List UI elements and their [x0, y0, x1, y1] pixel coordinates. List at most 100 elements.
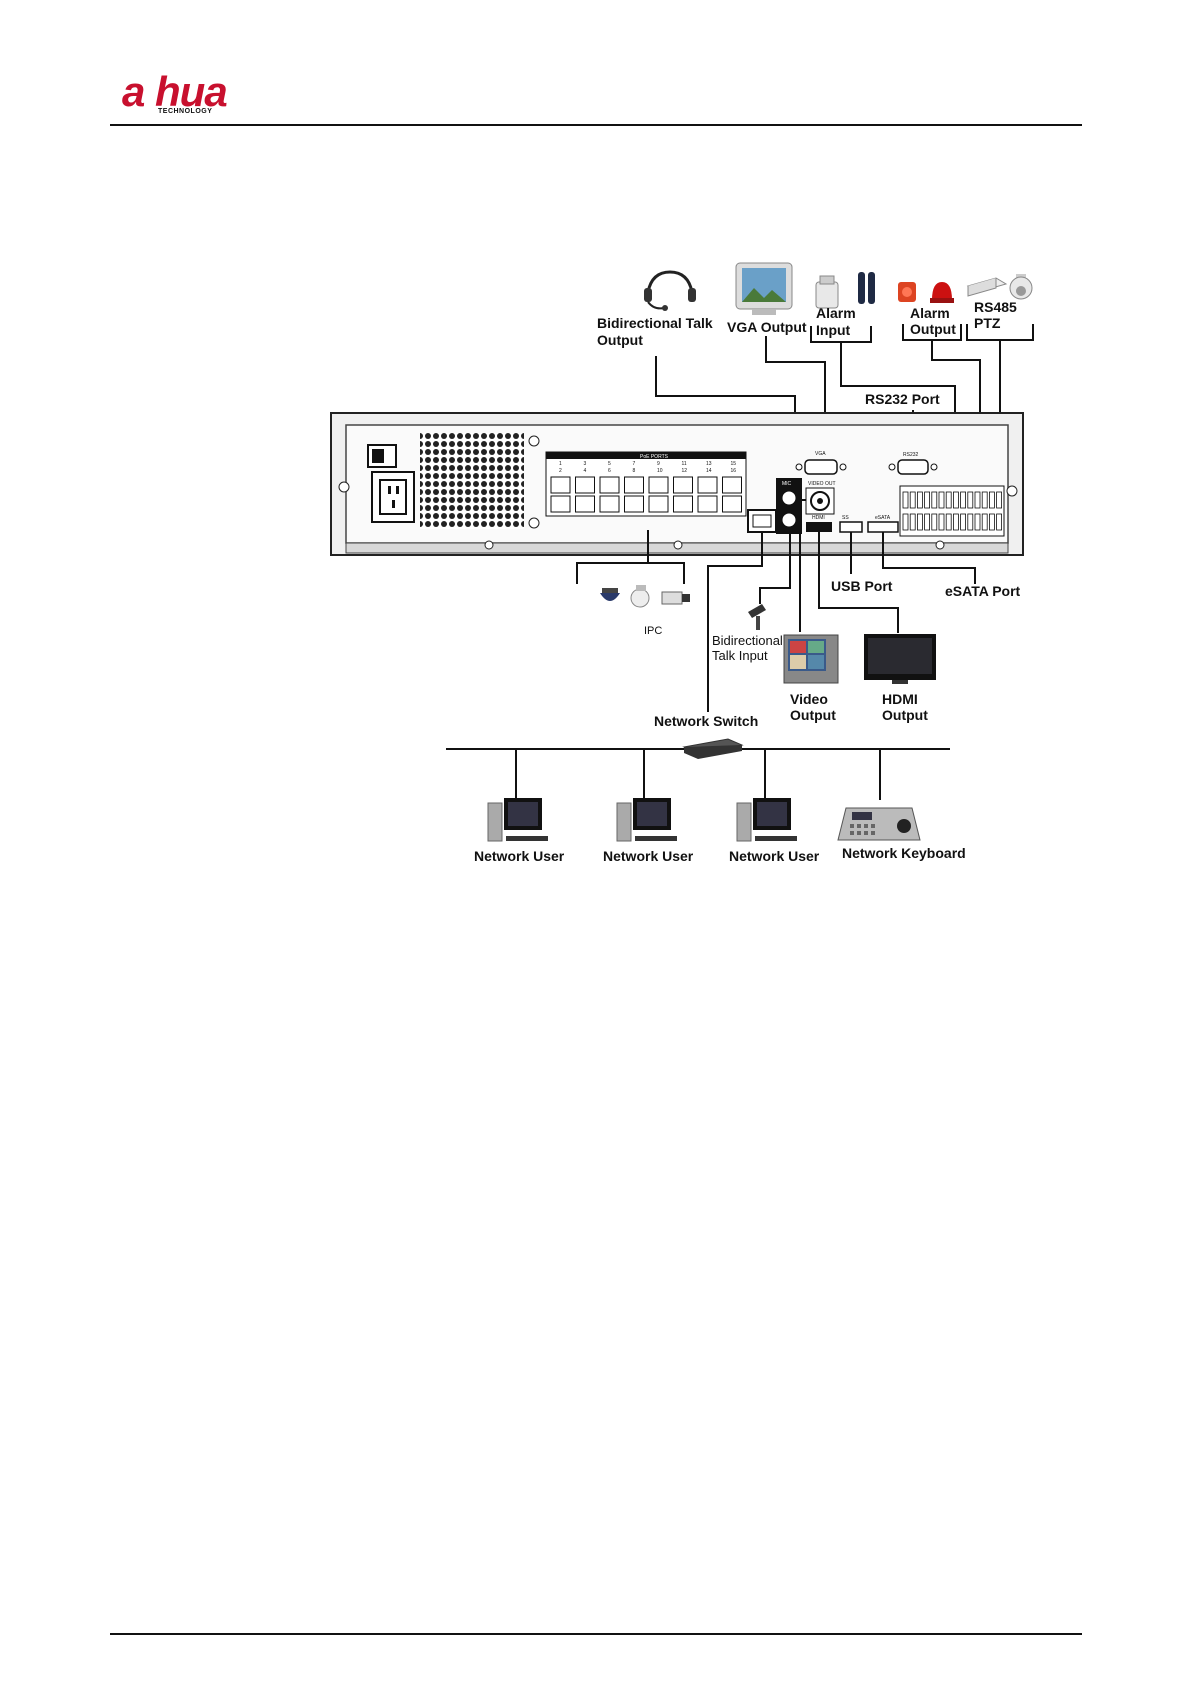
poe-bottom-number: 2: [559, 468, 562, 474]
video-output-label-line1: Video: [790, 691, 828, 707]
poe-bottom-number: 8: [633, 468, 636, 474]
video-out-label: VIDEO OUT: [808, 481, 836, 487]
terminal-pin: [989, 513, 995, 531]
poe-jack: [575, 476, 595, 494]
talk-input-wire: [759, 534, 791, 604]
hdmi-output-label-line1: HDMI: [882, 691, 918, 707]
hdmi-port-label: HDMI: [812, 515, 825, 521]
esata-port-label: eSATA: [875, 515, 891, 521]
hdmi-output-label-line2: Output: [882, 707, 928, 723]
box-camera-icon: [661, 591, 690, 605]
header-rule: [110, 124, 1082, 126]
poe-jack: [550, 476, 571, 494]
network-user-label-2: Network User: [603, 848, 694, 864]
footer-rule: [110, 1633, 1082, 1635]
poe-top-number: 13: [706, 461, 712, 467]
network-user-pc-icon-3: [736, 798, 797, 842]
poe-jack: [575, 495, 595, 513]
terminal-pin: [909, 513, 916, 531]
poe-top-number: 5: [608, 461, 611, 467]
terminal-pin: [967, 491, 974, 509]
network-user-pc-icon-1: [487, 798, 548, 842]
ptz-housing-icon: [966, 277, 1008, 297]
poe-ports-label: PoE PORTS: [640, 454, 669, 460]
terminal-pin: [974, 491, 981, 509]
terminal-pin: [981, 513, 988, 531]
video-out-bnc: VIDEO OUT: [805, 481, 836, 515]
vga-port-label: VGA: [815, 451, 826, 457]
alarm-input-sensor-icon: [815, 275, 839, 309]
power-switch: [367, 444, 397, 468]
bidirectional-talk-output-label-line2: Output: [597, 332, 643, 348]
alarm-input-label-line1: Alarm: [816, 305, 856, 321]
poe-jacks: [550, 476, 742, 513]
rs485-label-line1: RS485: [974, 299, 1017, 315]
headset-icon: [644, 270, 696, 311]
poe-top-number: 1: [559, 461, 562, 467]
terminal-pin: [981, 491, 988, 509]
brand-logo: a hua: [122, 68, 228, 115]
mic-label: MIC: [782, 481, 792, 487]
network-port: [747, 509, 777, 533]
ipc-bracket: [576, 562, 685, 584]
network-switch-wire: [707, 532, 763, 712]
poe-bottom-number: 6: [608, 468, 611, 474]
network-switch-icon: [682, 738, 744, 759]
microphone-icon: [748, 604, 766, 630]
siren-icon: [898, 282, 954, 303]
poe-jack: [722, 476, 742, 494]
alarm-rs485-terminal-block: [899, 485, 1005, 537]
door-contact-icon: [858, 272, 875, 304]
terminal-pin: [938, 491, 945, 509]
terminal-pin: [938, 513, 945, 531]
poe-jack: [673, 476, 693, 494]
power-socket: [371, 471, 415, 523]
video-monitor-icon: [783, 634, 839, 684]
poe-jack: [722, 495, 742, 513]
network-user-label-3: Network User: [729, 848, 820, 864]
fan-grille: [420, 433, 524, 529]
terminal-pin: [945, 491, 952, 509]
network-switch-label: Network Switch: [654, 713, 758, 729]
poe-top-number: 15: [731, 461, 737, 467]
poe-top-number: 11: [682, 461, 687, 467]
bidirectional-talk-output-label-line1: Bidirectional Talk: [597, 315, 713, 331]
terminal-pin: [996, 491, 1002, 509]
vga-wire: [765, 336, 826, 460]
brand-subtitle: TECHNOLOGY: [158, 108, 213, 115]
poe-top-number: 9: [657, 461, 660, 467]
poe-jack: [599, 495, 620, 513]
network-keyboard-label: Network Keyboard: [842, 845, 966, 861]
hdmi-port: HDMI: [806, 515, 832, 532]
esata-port-callout-label: eSATA Port: [945, 583, 1021, 599]
terminal-pin: [960, 513, 966, 531]
ptz-dome-icon: [1009, 274, 1033, 300]
video-output-wire: [799, 499, 806, 632]
dome-camera-icon: [600, 588, 620, 601]
poe-top-number: 3: [584, 461, 587, 467]
rs232-port-label: RS232 Port: [865, 391, 940, 407]
terminal-pin: [945, 513, 952, 531]
terminal-pin: [917, 491, 923, 509]
terminal-pin: [989, 491, 995, 509]
vga-output-label: VGA Output: [727, 319, 807, 335]
poe-jack: [673, 495, 693, 513]
poe-jack: [624, 476, 644, 494]
video-output-label-line2: Output: [790, 707, 836, 723]
poe-jack: [550, 495, 571, 513]
speed-dome-camera-icon: [630, 585, 650, 608]
poe-jack: [599, 476, 620, 494]
terminal-pin: [960, 491, 966, 509]
bidirectional-talk-input-label-line1: Bidirectional: [712, 633, 783, 648]
terminal-pin: [931, 513, 938, 531]
poe-bottom-number: 4: [584, 468, 587, 474]
poe-jack: [648, 495, 669, 513]
terminal-pin: [902, 491, 909, 509]
ipc-label: IPC: [644, 625, 662, 637]
usb-port-label: SS: [842, 515, 849, 521]
terminal-pin: [974, 513, 981, 531]
poe-bottom-number: 10: [657, 468, 663, 474]
